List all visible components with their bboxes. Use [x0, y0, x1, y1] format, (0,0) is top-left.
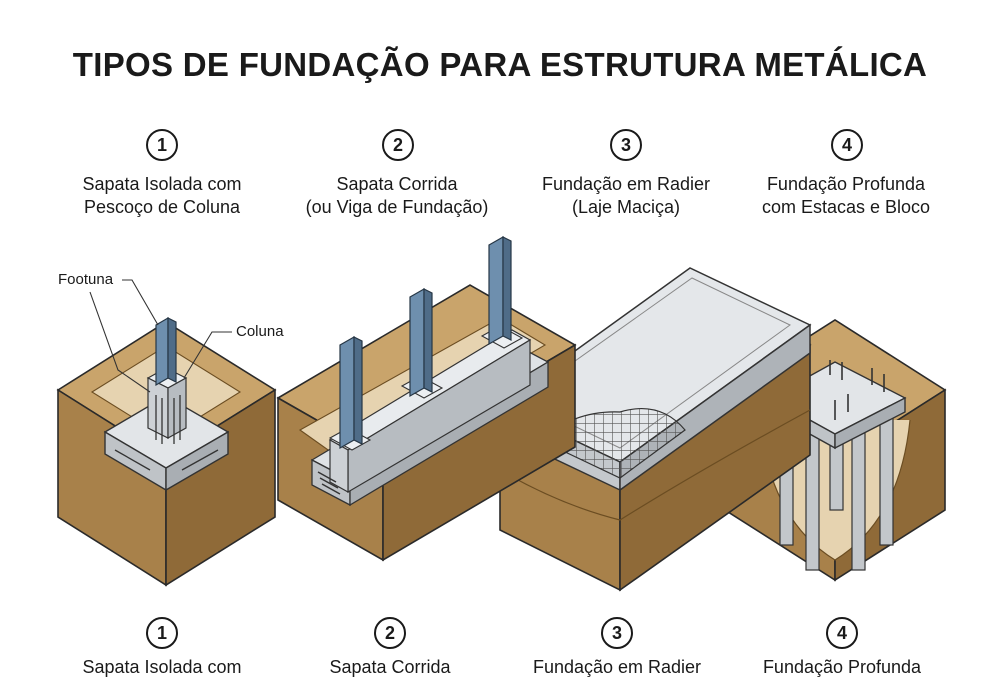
- item-label-3-line2: (Laje Maciça): [571, 197, 681, 217]
- item-number-1: 1: [146, 129, 178, 161]
- item-number-4-bottom: 4: [826, 617, 858, 649]
- page-title: TIPOS DE FUNDAÇÃO PARA ESTRUTURA METÁLIC…: [72, 46, 928, 83]
- item-label-1-line1: Sapata Isolada com: [82, 174, 242, 194]
- item-label-1-line2: Pescoço de Coluna: [83, 197, 241, 217]
- item-label-4-bottom: Fundação Profunda: [762, 657, 922, 677]
- steel-columns: [339, 235, 512, 450]
- item-number-3: 3: [610, 129, 642, 161]
- item-label-2-line1: Sapata Corrida: [336, 174, 458, 194]
- item-label-4-line1: Fundação Profunda: [766, 174, 926, 194]
- item-label-1-bottom: Sapata Isolada com: [82, 657, 242, 677]
- item-number-3-bottom: 3: [601, 617, 633, 649]
- item-number-2-bottom: 2: [374, 617, 406, 649]
- item-label-4-line2: com Estacas e Bloco: [761, 197, 931, 217]
- isolated-footing-block: [56, 279, 277, 587]
- item-label-2-line2: (ou Viga de Fundação): [305, 197, 489, 217]
- item-number-1-bottom: 1: [146, 617, 178, 649]
- item-number-4: 4: [831, 129, 863, 161]
- callout-coluna: Coluna: [236, 323, 284, 340]
- raft-foundation-block: [498, 267, 812, 592]
- item-label-3-line1: Fundação em Radier: [541, 174, 711, 194]
- callout-footuna: Footuna: [58, 271, 114, 288]
- strip-footing-block: [276, 235, 577, 562]
- item-number-2: 2: [382, 129, 414, 161]
- item-label-2-bottom: Sapata Corrida: [329, 657, 451, 677]
- item-label-3-bottom: Fundação em Radier: [532, 657, 702, 677]
